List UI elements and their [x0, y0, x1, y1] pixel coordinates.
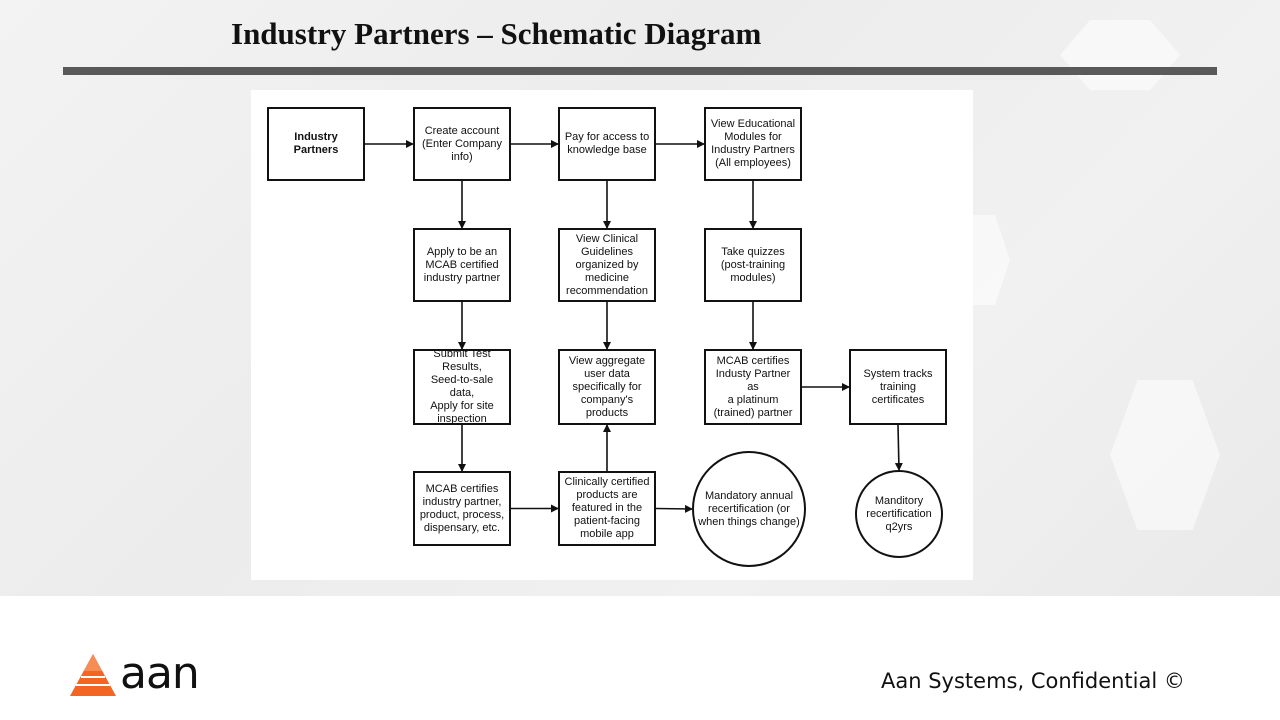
node-manditory-recert: Manditory recertification q2yrs — [855, 470, 943, 558]
arrow-system-tracks-to-manditory-recert — [894, 424, 903, 471]
node-pay-access: Pay for access to knowledge base — [558, 107, 656, 181]
logo-triangle-icon — [70, 654, 116, 696]
background-hexagon — [1110, 380, 1220, 530]
node-mcab-platinum: MCAB certifies Industy Partner as a plat… — [704, 349, 802, 425]
arrow-clinically-certified-to-annual-recert — [655, 504, 693, 513]
logo-wordmark: aan — [120, 648, 200, 699]
title-divider — [63, 67, 1217, 75]
node-annual-recert: Mandatory annual recertification (or whe… — [692, 451, 806, 567]
node-industry-partners: Industry Partners — [267, 107, 365, 181]
slide-title: Industry Partners – Schematic Diagram — [231, 16, 762, 51]
node-system-tracks: System tracks training certificates — [849, 349, 947, 425]
confidential-footer: Aan Systems, Confidential © — [881, 669, 1185, 693]
node-view-aggregate: View aggregate user data specifically fo… — [558, 349, 656, 425]
node-take-quizzes: Take quizzes (post-training modules) — [704, 228, 802, 302]
schematic-diagram: Industry Partners Create account (Enter C… — [251, 90, 973, 580]
node-create-account: Create account (Enter Company info) — [413, 107, 511, 181]
node-clinically-certified: Clinically certified products are featur… — [558, 471, 656, 546]
node-view-modules: View Educational Modules for Industry Pa… — [704, 107, 802, 181]
node-view-guidelines: View Clinical Guidelines organized by me… — [558, 228, 656, 302]
diagram-connectors — [365, 140, 903, 513]
background-hexagon — [1060, 20, 1180, 90]
node-apply-certified: Apply to be an MCAB certified industry p… — [413, 228, 511, 302]
node-mcab-certifies: MCAB certifies industry partner, product… — [413, 471, 511, 546]
aan-logo: aan — [68, 648, 200, 700]
node-submit-results: Submit Test Results, Seed-to-sale data, … — [413, 348, 511, 425]
